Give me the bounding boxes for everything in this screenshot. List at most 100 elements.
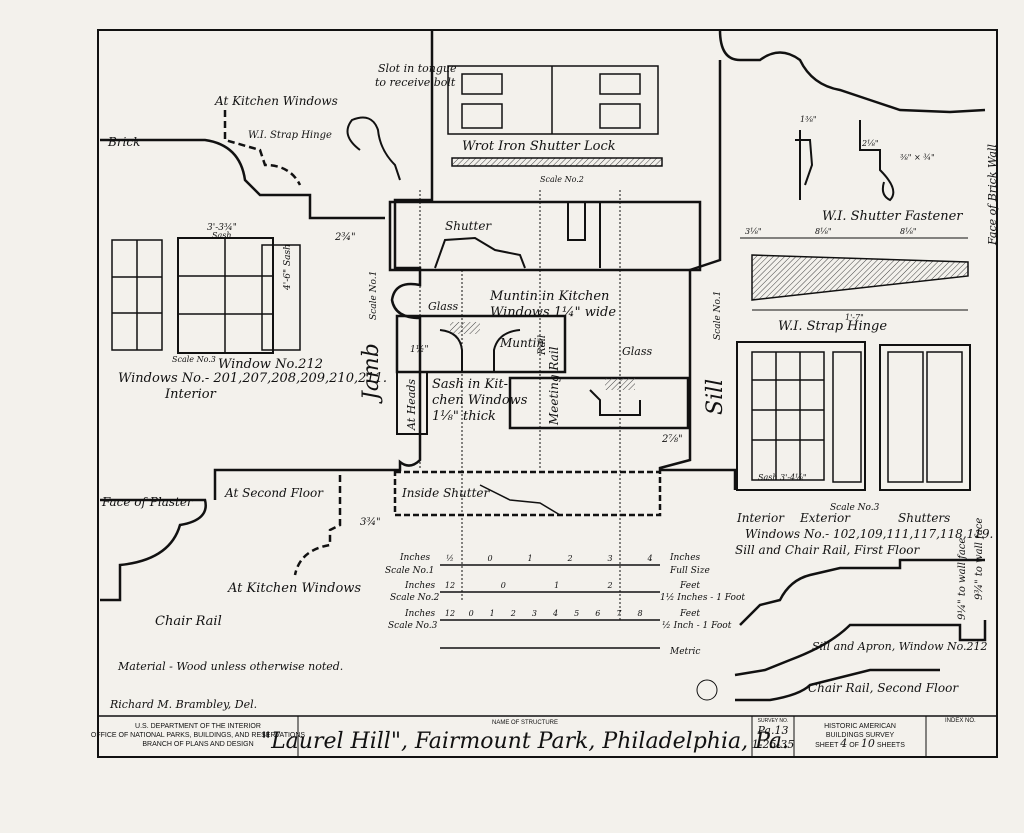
meeting-rail-block [508, 376, 690, 430]
label-dim-3-3-4b: 3¾" [360, 517, 381, 528]
label-shutters-right: Shutters [898, 511, 950, 525]
wall-outline [213, 30, 434, 500]
label-meeting-rail: Meeting Rail [547, 346, 561, 426]
scale-tick-label: 3 [607, 554, 612, 563]
scale-tick-label: 4 [646, 554, 652, 563]
label-fastener-dim-c: ⅜" × ¾" [900, 153, 935, 162]
habs-line2: BUILDINGS SURVEY [826, 732, 895, 739]
label-dim-4-6-sash: 4'-6" Sash [283, 244, 293, 291]
label-jamb: Jamb [359, 343, 384, 404]
label-face-of-plaster: Face of Plaster [101, 495, 194, 509]
survey-no: Pa.13 [757, 724, 789, 737]
label-brick: Brick [107, 135, 140, 149]
label-slot-in-tongue: Slot in tongue [378, 62, 457, 75]
dept-line3: BRANCH OF PLANS AND DESIGN [142, 741, 253, 748]
scale3-right: ½ Inch - 1 Foot [662, 620, 732, 631]
kitchen-window-dash-top [223, 110, 302, 186]
label-glass-left: Glass [428, 300, 459, 313]
scale1-label: Scale No.1 [385, 566, 434, 576]
scale2-label-top: Inches [404, 581, 436, 591]
strap-hinge-scroll [346, 116, 401, 181]
kitchen-window-profile-bottom [100, 498, 207, 602]
label-dim-1-half: 1½" [410, 344, 429, 355]
habs-line1: HISTORIC AMERICAN [824, 723, 896, 730]
label-interior-right: Interior [736, 511, 785, 525]
label-interior-left: Interior [164, 387, 217, 402]
label-material-note: Material - Wood unless otherwise noted. [117, 660, 343, 673]
outer-border [97, 29, 998, 758]
label-delineator: Richard M. Brambley, Del. [109, 698, 257, 711]
label-at-kitchen-windows-top: At Kitchen Windows [214, 94, 338, 108]
scale-tick-label: 4 [552, 609, 558, 618]
label-muntin-in-kitchen-1: Muntin in Kitchen [489, 289, 609, 304]
scale-tick-label: 0 [487, 554, 492, 563]
label-dim-2-3-4: 2¾" [334, 232, 356, 243]
label-sash-kitchen-2: chen Windows [432, 393, 528, 408]
scale3-right-top: Feet [679, 609, 700, 619]
muntin-profile-left [439, 329, 463, 372]
label-muntin-in-kitchen-2: Windows 1¼" wide [490, 305, 616, 320]
scale-tick-label: 12 [445, 609, 455, 618]
scale-tick-label: 8 [637, 609, 642, 618]
shutter-block [388, 200, 702, 272]
meeting-rail-profile [589, 389, 641, 416]
label-inside-shutter: Inside Shutter [401, 486, 490, 500]
label-scale-no1-sill: Scale No.1 [713, 291, 723, 340]
glass-hatch-left [450, 322, 480, 334]
sill-outline [718, 29, 986, 114]
kitchen-window-dash-bottom [293, 475, 342, 576]
sill-chair-rail-first-profile [739, 558, 985, 626]
label-wi-strap-hinge-small: W.I. Strap Hinge [248, 130, 332, 141]
survey-date: 1-25-35 [752, 738, 794, 751]
label-chair-rail: Chair Rail [155, 614, 222, 629]
scale-tick-label: 1 [527, 554, 532, 563]
shutter-moulding [434, 236, 526, 269]
at-heads-block [396, 371, 428, 435]
chair-rail-second-profile [735, 668, 940, 702]
sheet-no: 4 [839, 737, 847, 750]
label-sill-apron: Sill and Apron, Window No.212 [812, 640, 988, 653]
label-at-heads: At Heads [405, 379, 418, 431]
label-muntin: Muntin [499, 336, 544, 350]
sheet-of: OF [849, 742, 859, 749]
scale-tick-label: 12 [445, 581, 455, 590]
label-scale-no3-window: Scale No.3 [172, 355, 216, 364]
label-sash-kitchen-3: 1⅛" thick [432, 409, 496, 424]
label-rail: Rail [537, 335, 548, 356]
center-guide-lines [419, 190, 621, 620]
label-hinge-dim-b: 8⅛" [815, 227, 832, 236]
scale-tick-label: 3 [532, 609, 537, 618]
structure-name: "Laurel Hill", Fairmount Park, Philadelp… [261, 729, 789, 754]
shutter-stile [567, 202, 601, 268]
label-to-wall-face-a: 9¼" to wall face [957, 538, 968, 620]
scale3-label: Scale No.3 [388, 621, 438, 631]
window-section-drawing [213, 29, 986, 517]
label-scale-no2-lock: Scale No.2 [540, 175, 584, 184]
shutter-fastener-drawing [795, 120, 895, 202]
sheet-prefix: SHEET [815, 742, 839, 749]
kitchen-window-profile-top [100, 138, 385, 220]
index-no-label: INDEX NO. [945, 718, 976, 724]
name-of-structure-label: NAME OF STRUCTURE [492, 720, 558, 726]
label-dim-2-7-8: 2⅞" [661, 434, 683, 445]
window-elevation-left [111, 237, 301, 354]
survey-no-label: SURVEY NO. [758, 718, 789, 724]
scale1-right-top: Inches [669, 553, 701, 563]
dept-line2: OFFICE OF NATIONAL PARKS, BUILDINGS, AND… [91, 732, 306, 739]
label-face-of-brick-wall: Face of Brick Wall [986, 144, 999, 246]
scale-tick-label: 0 [501, 581, 506, 590]
label-wi-strap-hinge: W.I. Strap Hinge [778, 319, 887, 334]
scale-tick-label: 2 [566, 554, 572, 563]
strap-hinge-drawing [740, 237, 969, 311]
scale2-right: 1½ Inches - 1 Foot [660, 592, 745, 603]
muntin-block [395, 314, 567, 374]
scale3-label-top: Inches [404, 609, 436, 619]
label-fastener-dim-b: 2⅛" [861, 139, 879, 148]
drafting-seal-icon [696, 679, 718, 701]
scale-tick-label: 2 [606, 581, 612, 590]
dept-line1: U.S. DEPARTMENT OF THE INTERIOR [135, 723, 261, 730]
label-shutter: Shutter [445, 219, 492, 233]
scale-tick-label: 1 [554, 581, 559, 590]
window-elevation-right [736, 341, 971, 491]
